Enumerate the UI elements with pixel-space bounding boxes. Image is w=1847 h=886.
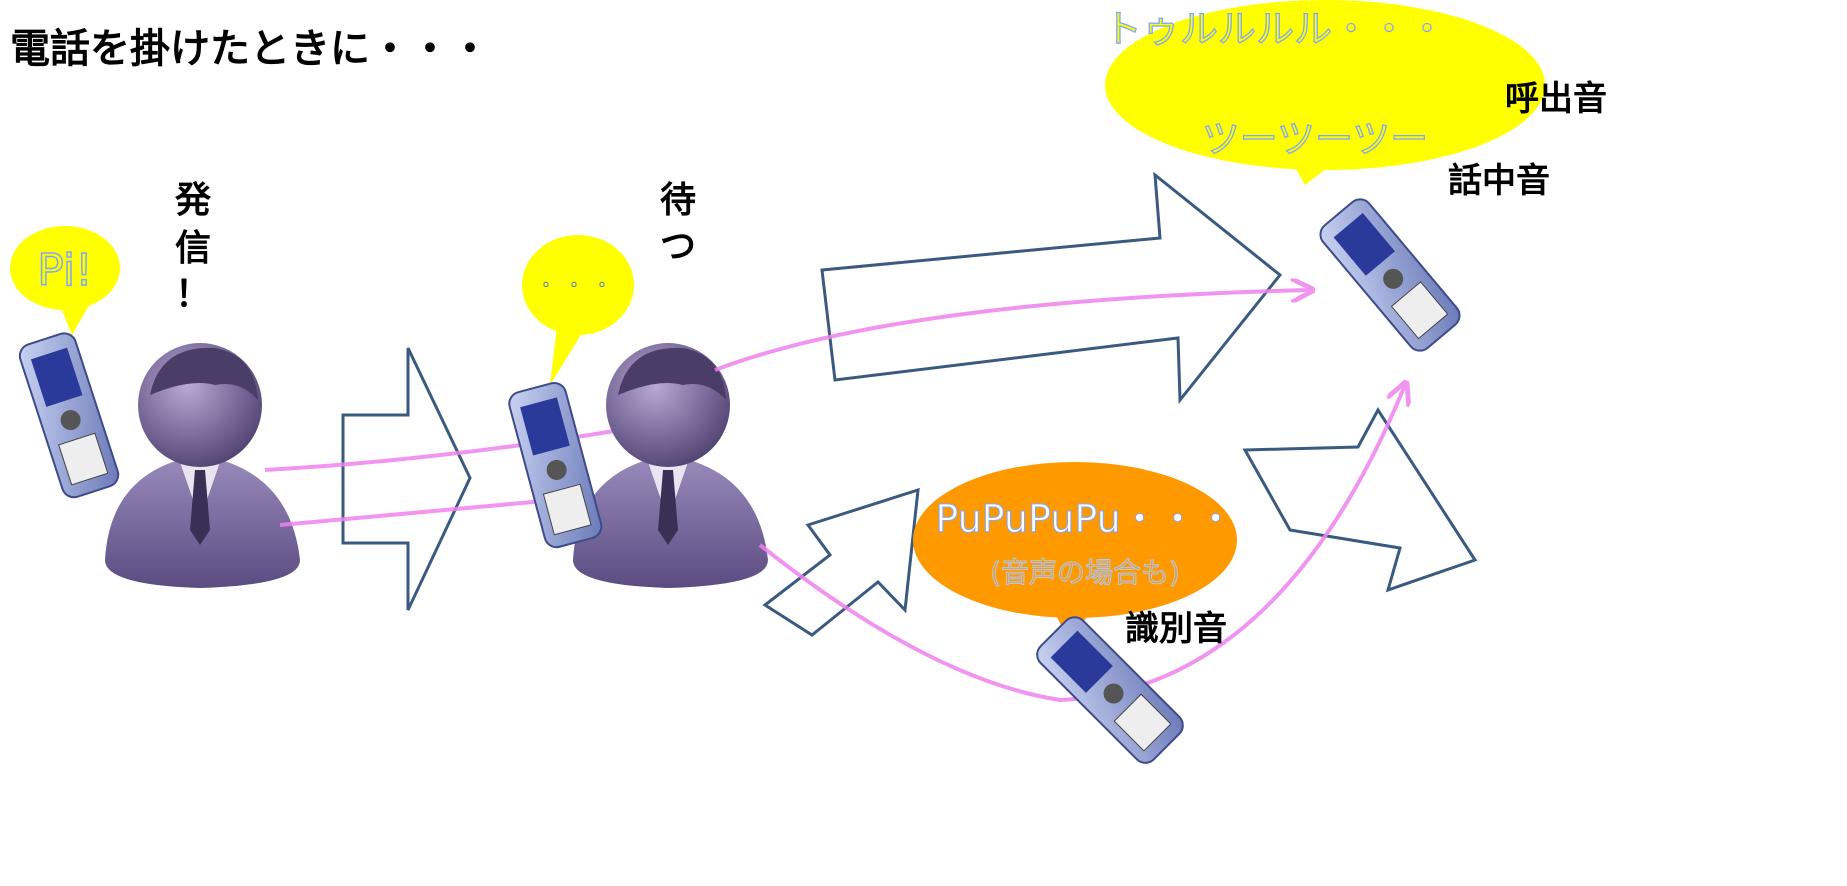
receiver-cellphone-icon bbox=[1319, 198, 1461, 352]
caller-speech-bubble: Pi! bbox=[10, 226, 120, 335]
caller-label-char-1: 発 bbox=[175, 180, 212, 221]
identify-cellphone-icon bbox=[1036, 616, 1184, 764]
ringback-tone-label: 呼出音 bbox=[1505, 79, 1607, 119]
caller-label-char-3: ！ bbox=[175, 274, 211, 315]
busy-tone-label: 話中音 bbox=[1448, 161, 1550, 201]
waiter-label-char-1: 待 bbox=[660, 180, 696, 221]
block-arrow-icon-3 bbox=[762, 487, 920, 637]
caller-label-char-2: 信 bbox=[175, 228, 211, 269]
caller-bubble-text: Pi! bbox=[37, 245, 92, 296]
identify-tone-label: 識別音 bbox=[1125, 609, 1227, 649]
waiter-person-icon bbox=[573, 343, 768, 588]
block-arrow-icon-1 bbox=[341, 347, 472, 611]
page-title: 電話を掛けたときに・・・ bbox=[10, 26, 490, 72]
ring-speech-bubble: トゥルルルル・・・ ツーツーツー bbox=[1103, 0, 1545, 185]
waiter-bubble-text: ・・・ bbox=[536, 273, 620, 297]
waiter-label-char-2: つ bbox=[660, 226, 696, 267]
identify-bubble-line1: PuPuPuPu・・・ bbox=[935, 497, 1234, 541]
call-line-ring bbox=[714, 290, 1310, 372]
identify-bubble-line2: (音声の場合も) bbox=[990, 556, 1180, 589]
caller-cellphone-icon bbox=[18, 332, 120, 499]
caller-person-icon bbox=[105, 343, 300, 588]
block-arrow-icon-2 bbox=[820, 171, 1283, 405]
ring-bubble-line2: ツーツーツー bbox=[1202, 117, 1428, 161]
ring-bubble-line1: トゥルルルル・・・ bbox=[1104, 7, 1446, 51]
identify-speech-bubble: PuPuPuPu・・・ (音声の場合も) bbox=[913, 462, 1237, 642]
waiter-cellphone-icon bbox=[508, 382, 603, 549]
waiter-speech-bubble: ・・・ bbox=[522, 235, 634, 385]
block-arrow-icon-5 bbox=[1242, 407, 1478, 593]
